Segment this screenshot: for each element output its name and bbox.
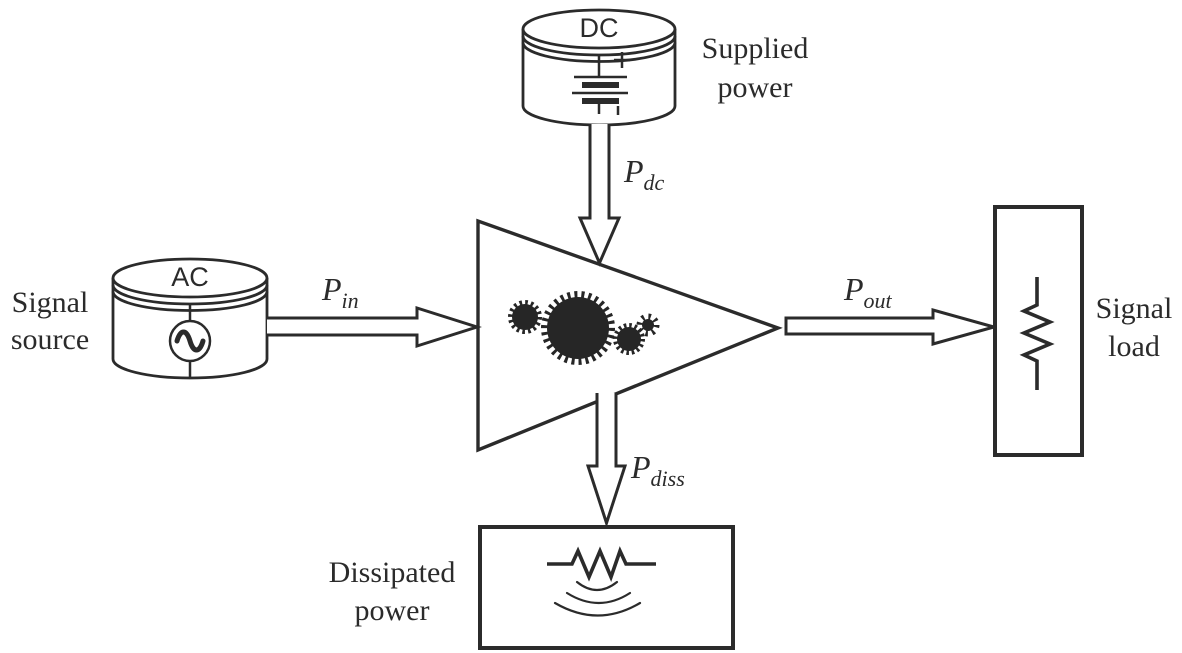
caption-line: load — [1108, 330, 1160, 363]
amplifier-triangle — [476, 218, 783, 453]
p-out-label: Pout — [843, 271, 893, 313]
caption-line: Supplied — [702, 32, 809, 65]
caption-line: Signal — [12, 286, 89, 319]
p-symbol: P — [623, 153, 644, 189]
p-subscript: in — [342, 288, 359, 313]
resistor-heat-icon — [547, 546, 656, 617]
p-subscript: dc — [644, 170, 665, 195]
dissipated-power-caption: Dissipated power — [329, 556, 456, 627]
caption-line: power — [718, 71, 793, 104]
p-in-label: Pin — [321, 271, 359, 313]
ac-sine-source-icon — [168, 303, 212, 378]
caption-line: source — [11, 323, 89, 356]
p-out-arrow — [784, 308, 1000, 346]
caption-line: Signal — [1096, 292, 1173, 325]
gears-icon — [508, 291, 660, 365]
p-in-arrow — [267, 305, 482, 349]
p-subscript: out — [864, 288, 893, 313]
dc-label: DC — [580, 13, 619, 43]
p-symbol: P — [630, 449, 651, 485]
battery-icon — [572, 52, 630, 115]
p-subscript: diss — [651, 466, 685, 491]
caption-line: Dissipated — [329, 556, 456, 589]
signal-load-box — [993, 205, 1084, 457]
dissipated-power-box — [478, 525, 735, 650]
resistor-icon — [1019, 277, 1055, 390]
gear-icon-large — [541, 291, 615, 365]
cylinder-top-ellipse — [111, 257, 269, 299]
supplied-power-caption: Supplied power — [702, 32, 809, 104]
dc-supply-cylinder: DC — [521, 8, 677, 127]
signal-source-caption: Signal source — [11, 286, 89, 356]
ac-source-cylinder: AC — [111, 257, 269, 380]
gear-icon-medium-right — [613, 323, 645, 355]
heat-wave-2 — [565, 591, 632, 604]
cylinder-top-ellipse — [521, 8, 677, 50]
load-box-outline — [993, 205, 1084, 457]
heat-wave-1 — [575, 580, 619, 592]
gear-icon-star — [636, 313, 660, 337]
p-symbol: P — [321, 271, 342, 307]
p-dc-arrow — [577, 124, 622, 267]
caption-line: power — [355, 594, 430, 627]
p-dc-label: Pdc — [623, 153, 665, 195]
signal-load-caption: Signal load — [1096, 292, 1173, 363]
heat-wave-3 — [553, 601, 642, 617]
ac-label: AC — [171, 262, 209, 292]
p-diss-label: Pdiss — [630, 449, 685, 491]
gear-icon-small-left — [508, 300, 542, 334]
p-symbol: P — [843, 271, 864, 307]
resistor-icon — [547, 546, 656, 583]
p-diss-arrow — [585, 393, 628, 528]
